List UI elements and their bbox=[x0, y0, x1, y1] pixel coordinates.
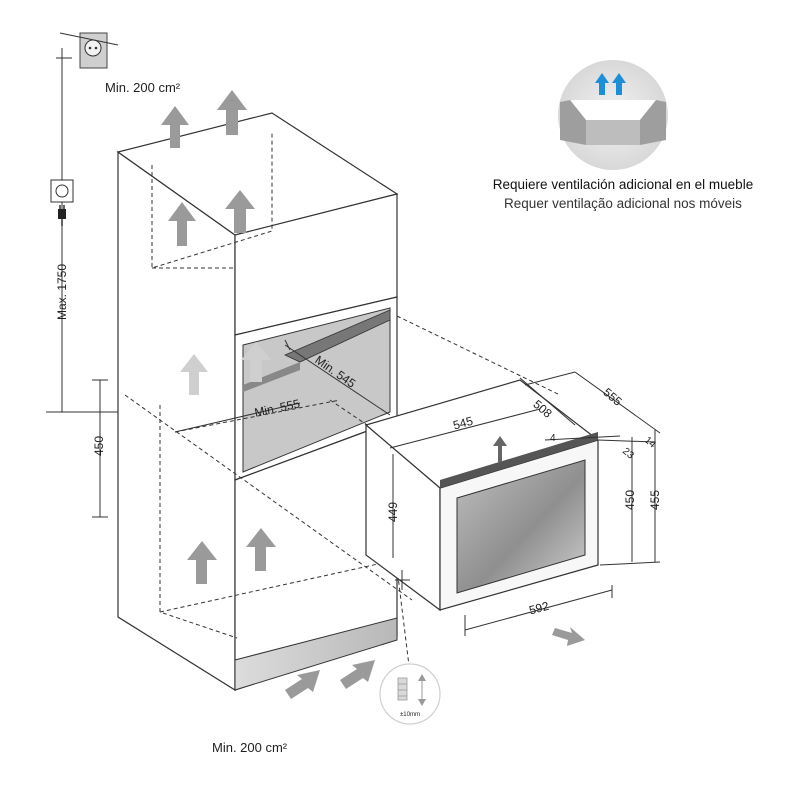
bottom-vent-opening-label: Min. 200 cm² bbox=[212, 740, 288, 755]
ventilation-note-es: Requiere ventilación adicional en el mue… bbox=[493, 177, 753, 192]
ventilation-icon bbox=[558, 60, 668, 170]
appliance-dimensions: 545 508 555 4 23 14 449 450 455 592 bbox=[386, 371, 662, 636]
width-545-label: 545 bbox=[451, 414, 474, 433]
niche-height-label-left: 450 bbox=[92, 436, 106, 456]
gap-14-label: 14 bbox=[642, 435, 658, 451]
adjust-range-label: ±10mm bbox=[400, 712, 420, 718]
max-height-label: Max. 1750 bbox=[55, 264, 69, 320]
airflow-arrows bbox=[161, 90, 585, 699]
tall-cabinet bbox=[116, 112, 399, 692]
niche-height-dimension-left: 450 bbox=[92, 379, 108, 518]
height-455-label: 455 bbox=[648, 490, 662, 510]
top-vent-opening-label: Min. 200 cm² bbox=[105, 80, 181, 95]
wine-cooler-appliance bbox=[364, 379, 600, 612]
ventilation-note-pt: Requer ventilação adicional nos móveis bbox=[504, 196, 742, 211]
height-450-label: 450 bbox=[623, 490, 637, 510]
gap-4-label: 4 bbox=[550, 433, 556, 444]
power-plug-icon bbox=[58, 205, 66, 226]
ventilation-arrows-icon bbox=[595, 73, 626, 95]
width-592-label: 592 bbox=[527, 599, 550, 618]
max-height-dimension: Max. 1750 bbox=[46, 48, 120, 413]
adjustable-foot-icon: ±10mm bbox=[379, 663, 441, 725]
height-449-label: 449 bbox=[386, 502, 400, 522]
gap-23-label: 23 bbox=[620, 446, 636, 462]
